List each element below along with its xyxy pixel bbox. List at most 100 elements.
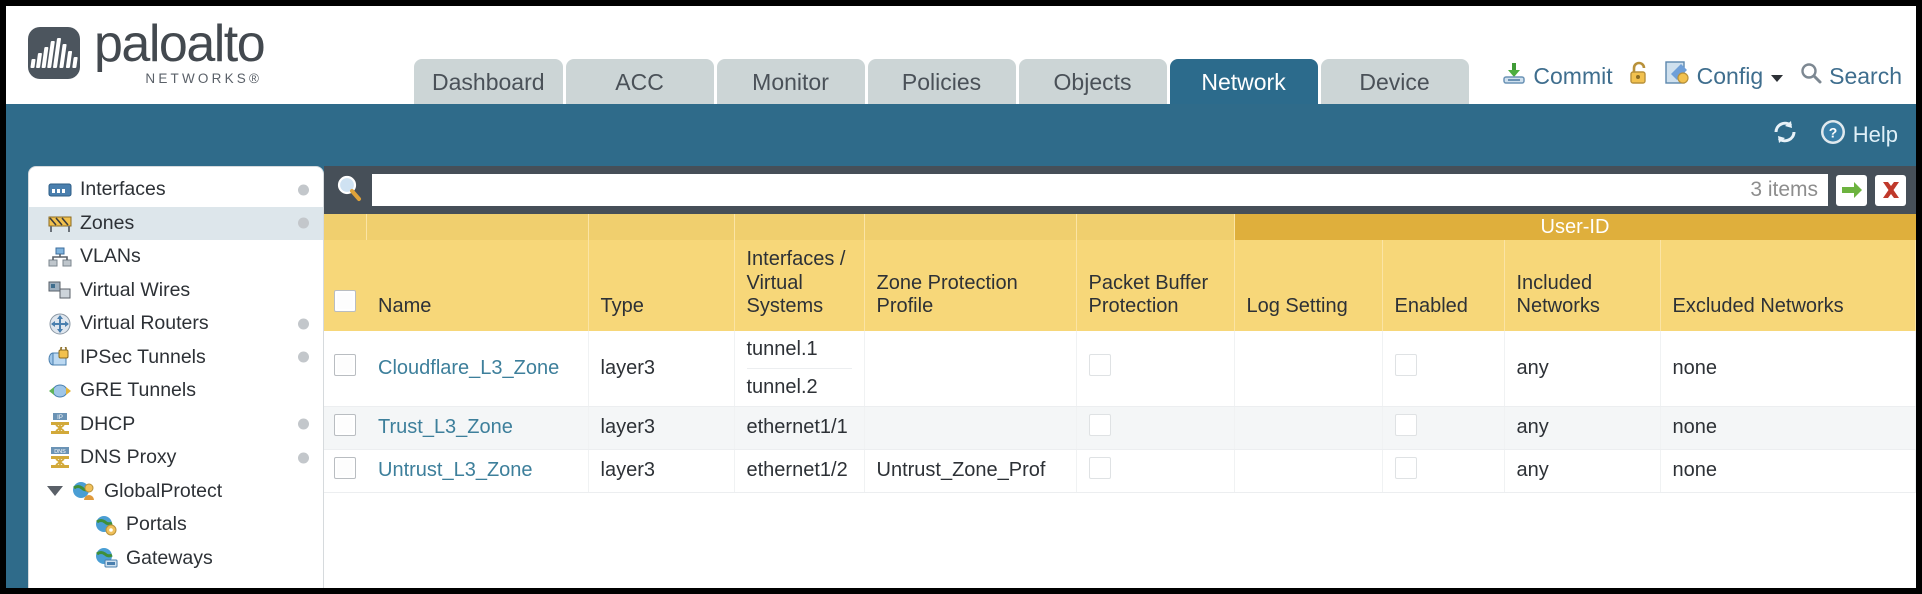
sidebar-item-portals[interactable]: Portals: [29, 508, 323, 542]
cell-packet-buffer-protection: [1076, 406, 1235, 450]
sidebar-item-virtual-routers[interactable]: Virtual Routers: [29, 307, 323, 341]
col-type[interactable]: Type: [588, 240, 735, 331]
search-input[interactable]: 3 items: [372, 174, 1828, 206]
col-excluded-networks[interactable]: Excluded Networks: [1660, 240, 1916, 331]
sidebar-item-label: DNS Proxy: [80, 446, 177, 469]
lock-button[interactable]: [1627, 60, 1651, 92]
expand-caret-icon[interactable]: [47, 486, 63, 497]
sidebar-item-label: Interfaces: [80, 178, 166, 201]
sidebar-item-globalprotect[interactable]: GlobalProtect: [29, 475, 323, 509]
sidebar-item-dns-proxy[interactable]: DNS DNS Proxy: [29, 441, 323, 475]
cell-zone-protection-profile: [864, 330, 1077, 407]
sidebar-item-ipsec-tunnels[interactable]: IPSec Tunnels: [29, 341, 323, 375]
zone-link[interactable]: Trust_L3_Zone: [378, 416, 513, 439]
table-row[interactable]: Trust_L3_Zone layer3 ethernet1/1 any: [324, 406, 1916, 450]
col-interfaces[interactable]: Interfaces / Virtual Systems: [734, 240, 865, 331]
gateways-icon: [93, 547, 119, 569]
col-zone-protection-profile[interactable]: Zone Protection Profile: [864, 240, 1077, 331]
packet-buffer-protection-checkbox[interactable]: [1088, 456, 1111, 479]
svg-text:DNS: DNS: [54, 449, 66, 455]
interfaces-icon: [47, 182, 73, 198]
sidebar-item-zones[interactable]: Zones: [29, 206, 323, 240]
select-all-checkbox[interactable]: [334, 290, 356, 313]
packet-buffer-protection-checkbox[interactable]: [1088, 413, 1111, 436]
table-body: Cloudflare_L3_Zone layer3 tunnel.1 tunne…: [324, 330, 1916, 493]
header-actions: Commit: [1501, 60, 1902, 92]
row-checkbox[interactable]: [334, 354, 356, 377]
cell-type: layer3: [588, 406, 735, 450]
sidebar-item-label: Virtual Routers: [80, 312, 209, 335]
group-spacer: [734, 214, 865, 240]
cell-packet-buffer-protection: [1076, 449, 1235, 493]
table-row[interactable]: Cloudflare_L3_Zone layer3 tunnel.1 tunne…: [324, 330, 1916, 407]
sub-toolbar: ? Help: [6, 104, 1916, 166]
padlock-icon: [1627, 60, 1651, 92]
search-icon: [1799, 61, 1823, 91]
cell-log-setting: [1234, 449, 1383, 493]
row-checkbox[interactable]: [334, 456, 356, 479]
config-menu[interactable]: Config: [1664, 60, 1785, 92]
zone-link[interactable]: Untrust_L3_Zone: [378, 459, 533, 482]
sidebar-item-dhcp[interactable]: IP DHCP: [29, 408, 323, 442]
cell-log-setting: [1234, 330, 1383, 407]
group-spacer: [324, 214, 367, 240]
tab-acc[interactable]: ACC: [565, 58, 714, 104]
red-x-icon: [1882, 182, 1899, 198]
sidebar-item-virtual-wires[interactable]: Virtual Wires: [29, 274, 323, 308]
zone-link[interactable]: Cloudflare_L3_Zone: [378, 356, 560, 379]
sidebar-item-gre-tunnels[interactable]: GRE Tunnels: [29, 374, 323, 408]
cell-name: Cloudflare_L3_Zone: [366, 330, 589, 407]
sidebar-item-label: Virtual Wires: [80, 278, 191, 301]
col-included-networks[interactable]: Included Networks: [1504, 240, 1661, 331]
sidebar-item-vlans[interactable]: VLANs: [29, 240, 323, 274]
help-label: Help: [1852, 122, 1898, 147]
status-dot: [298, 184, 309, 196]
svg-text:?: ?: [1828, 125, 1837, 141]
packet-buffer-protection-checkbox[interactable]: [1088, 354, 1111, 377]
cell-type: layer3: [588, 449, 735, 493]
search-button[interactable]: Search: [1799, 61, 1902, 91]
svg-text:IP: IP: [57, 415, 63, 421]
sidebar-item-label: Zones: [80, 211, 135, 234]
row-checkbox[interactable]: [334, 413, 356, 436]
config-wrench-icon: [1664, 60, 1691, 92]
tab-monitor[interactable]: Monitor: [716, 58, 865, 104]
cell-userid-enabled: [1382, 330, 1505, 407]
col-name[interactable]: Name: [366, 240, 589, 331]
cell-included-networks: any: [1504, 449, 1661, 493]
interface-entry: tunnel.1: [746, 337, 818, 360]
help-question-icon: ?: [1819, 118, 1847, 152]
commit-button[interactable]: Commit: [1501, 60, 1613, 92]
tab-network[interactable]: Network: [1169, 58, 1318, 104]
cell-interfaces: ethernet1/2: [734, 449, 865, 493]
apply-filter-button[interactable]: [1836, 174, 1867, 206]
col-enabled[interactable]: Enabled: [1382, 240, 1505, 331]
sidebar-item-interfaces[interactable]: Interfaces: [29, 173, 323, 207]
userid-enabled-checkbox[interactable]: [1394, 456, 1417, 479]
search-magnifier-icon[interactable]: [334, 173, 364, 208]
virtual-routers-icon: [47, 312, 73, 336]
sidebar-item-label: IPSec Tunnels: [80, 345, 206, 368]
userid-enabled-checkbox[interactable]: [1394, 413, 1417, 436]
cell-excluded-networks: none: [1660, 406, 1916, 450]
status-dot: [298, 217, 309, 229]
chevron-down-icon: [1769, 63, 1785, 90]
portals-icon: [93, 514, 119, 536]
col-log-setting[interactable]: Log Setting: [1234, 240, 1383, 331]
tab-device[interactable]: Device: [1320, 58, 1469, 104]
table-row[interactable]: Untrust_L3_Zone layer3 ethernet1/2 Untru…: [324, 449, 1916, 493]
userid-enabled-checkbox[interactable]: [1394, 354, 1417, 377]
cell-packet-buffer-protection: [1076, 330, 1235, 407]
tab-objects[interactable]: Objects: [1018, 58, 1167, 104]
tab-policies[interactable]: Policies: [867, 58, 1016, 104]
refresh-icon[interactable]: [1771, 119, 1799, 151]
clear-filter-button[interactable]: [1875, 174, 1906, 206]
sidebar-item-gateways[interactable]: Gateways: [29, 542, 323, 576]
col-packet-buffer-protection[interactable]: Packet Buffer Protection: [1076, 240, 1235, 331]
tab-dashboard[interactable]: Dashboard: [414, 58, 563, 104]
zones-icon: [47, 213, 73, 233]
row-select-cell: [324, 406, 366, 450]
help-button[interactable]: ? Help: [1819, 118, 1898, 152]
cell-userid-enabled: [1382, 449, 1505, 493]
